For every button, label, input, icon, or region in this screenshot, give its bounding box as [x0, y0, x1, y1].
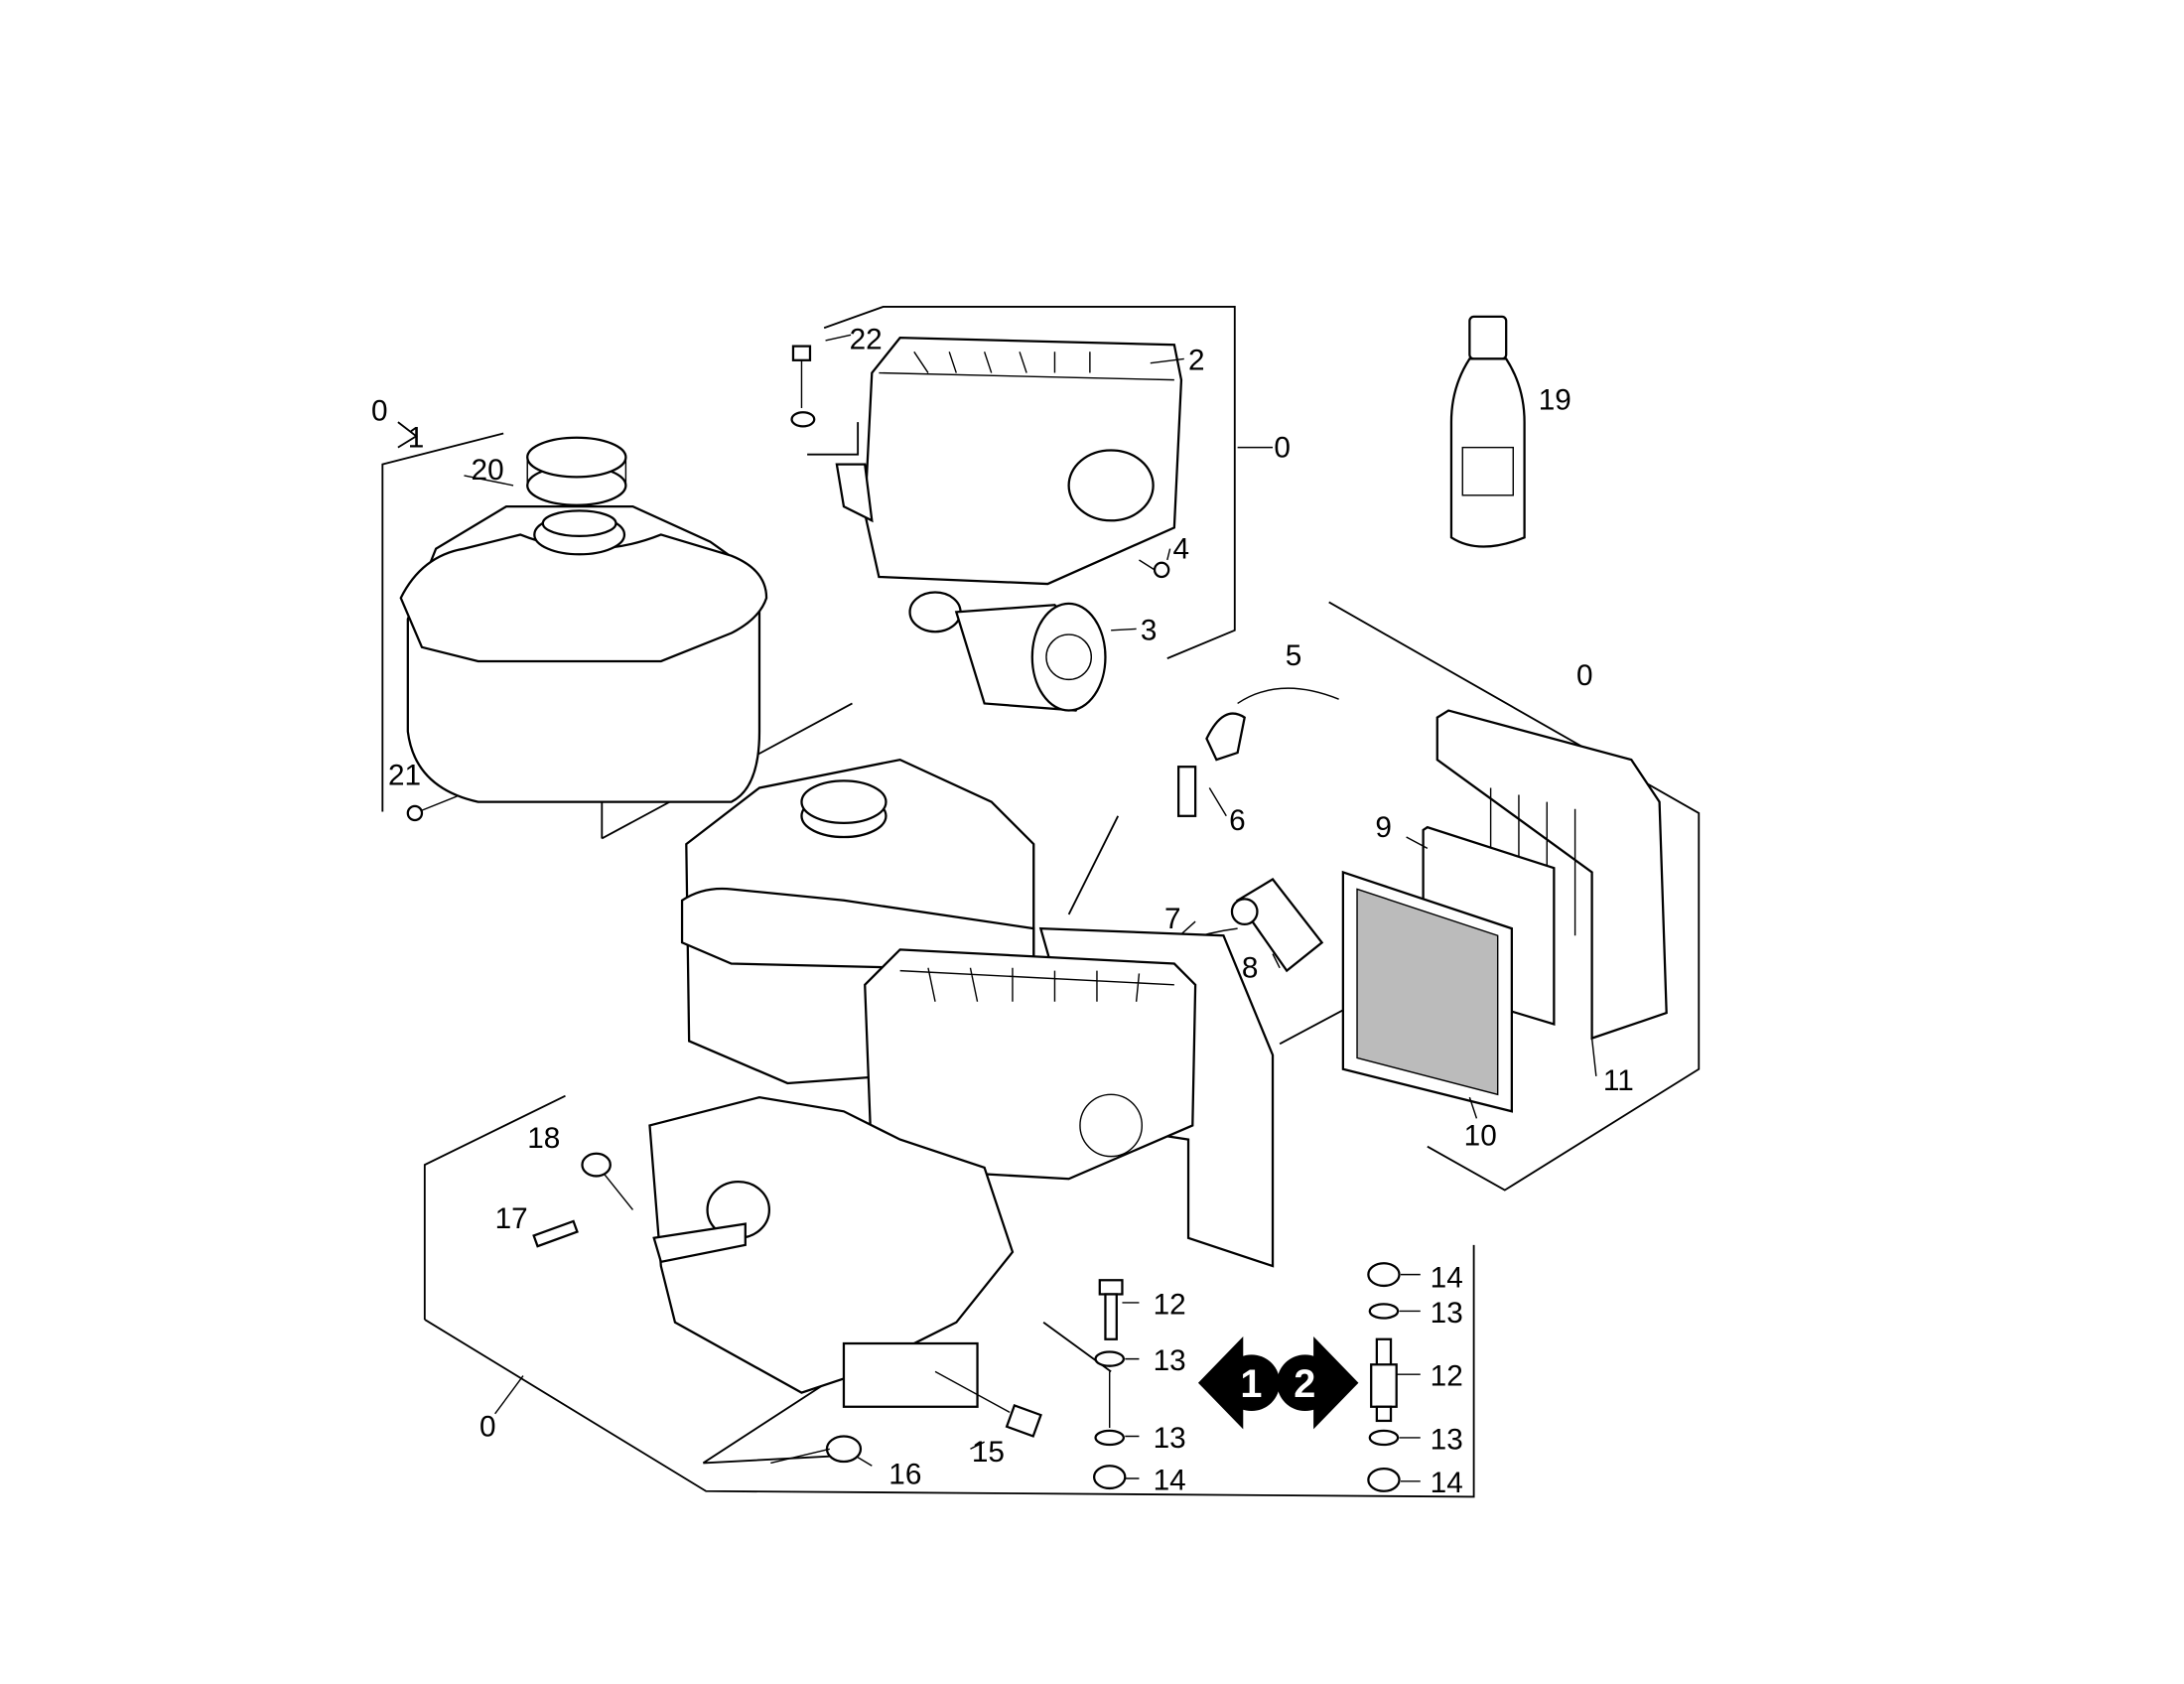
callout-washer-left-bottom: 13 [1154, 1422, 1186, 1455]
callout-tank: 1 [408, 422, 425, 455]
callout-stud-right: 12 [1431, 1360, 1463, 1393]
engine [648, 758, 1275, 1408]
callout-dipstick: 16 [888, 1459, 921, 1491]
callout-drain-plug: 15 [972, 1436, 1005, 1469]
callout-filter-mesh: 10 [1464, 1119, 1497, 1152]
callout-spark-plug: 6 [1229, 804, 1246, 837]
callout-shroud: 2 [1188, 345, 1205, 377]
callout-filter-group: 0 [1576, 659, 1593, 692]
variant-badge-2: 2 [1277, 1335, 1359, 1430]
fuel-cap [526, 436, 627, 506]
callout-wire-cap: 8 [1242, 952, 1259, 985]
callout-filter-element: 9 [1375, 811, 1392, 844]
oil-bottle [1449, 315, 1526, 548]
callout-muffler: 3 [1141, 615, 1158, 647]
shaft-key [532, 1219, 579, 1248]
washer-left-bottom [1094, 1429, 1126, 1447]
washer-right-bottom [1368, 1429, 1400, 1447]
svg-text:1: 1 [1240, 1362, 1262, 1406]
washer-right-top [1368, 1303, 1400, 1320]
callout-shroud-screw: 4 [1172, 533, 1189, 566]
shroud-bolt [790, 345, 816, 428]
variant-badge-1: 1 [1197, 1335, 1281, 1430]
callout-filter-cover: 11 [1603, 1064, 1634, 1097]
spark-plug-cap [1205, 687, 1339, 762]
callout-tank-bolt: 21 [388, 760, 421, 792]
callout-washer-right-top: 13 [1431, 1297, 1463, 1330]
stud-right [1370, 1337, 1398, 1423]
muffler [908, 591, 1107, 712]
callout-wire: 7 [1164, 903, 1181, 935]
leader-lines [464, 334, 1597, 1482]
nut-left [1092, 1465, 1127, 1490]
tank-bolt [406, 795, 458, 822]
callout-nut-right-bottom: 14 [1431, 1467, 1463, 1499]
callout-oil-fill-plug: 18 [527, 1122, 560, 1155]
drain-plug [934, 1370, 1042, 1438]
shroud [835, 336, 1183, 586]
callout-washer-left-top: 13 [1154, 1344, 1186, 1377]
nut-right-bottom [1367, 1467, 1401, 1492]
callout-tank-group: 0 [371, 395, 388, 428]
nut-right-top [1367, 1262, 1401, 1288]
fuel-tank [399, 505, 768, 803]
bolt-left [1098, 1279, 1124, 1340]
oil-fill-plug [581, 1152, 634, 1210]
dipstick [770, 1435, 863, 1465]
callout-nut-right-top: 14 [1431, 1261, 1463, 1294]
group-brackets [381, 306, 1701, 1498]
callout-shroud-group: 0 [1274, 432, 1291, 465]
spark-plug [1176, 766, 1197, 817]
ignition-wire [1141, 878, 1324, 973]
callout-nut-left: 14 [1154, 1464, 1186, 1496]
callout-shroud-bolt: 22 [850, 323, 883, 355]
callout-bolt-left: 12 [1154, 1288, 1186, 1321]
shroud-screw [1139, 559, 1170, 579]
washer-left-top [1094, 1350, 1126, 1367]
callout-oil-bottle: 19 [1539, 383, 1571, 416]
callout-plug-cap: 5 [1286, 639, 1302, 672]
callout-washer-right-bottom: 13 [1431, 1423, 1463, 1456]
filter-mesh [1341, 870, 1513, 1113]
callout-engine-group: 0 [479, 1411, 496, 1444]
svg-text:2: 2 [1294, 1362, 1315, 1406]
callout-fuel-cap: 20 [472, 454, 504, 487]
callout-key: 17 [495, 1202, 528, 1235]
